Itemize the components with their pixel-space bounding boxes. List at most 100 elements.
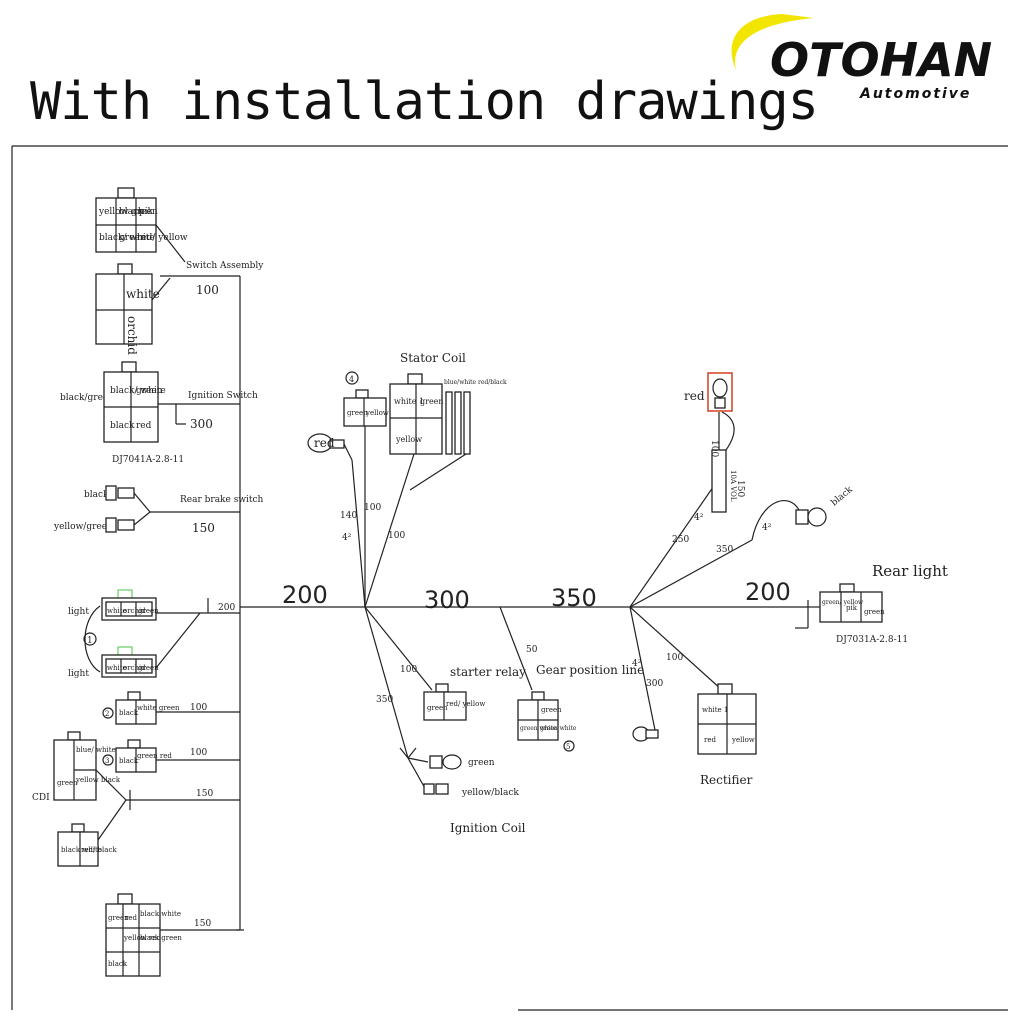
- pin-label: green/ yellow: [822, 599, 864, 606]
- pin-label: yellow red: [123, 934, 161, 942]
- cross-section-label: 4²: [632, 659, 642, 669]
- cdi-connector-2: black white red/ black: [57, 823, 117, 867]
- callout-1: 1: [87, 636, 93, 646]
- length-label: 300: [646, 679, 663, 689]
- pin-label: red/ black: [81, 846, 117, 854]
- pin-label: black/ white: [99, 233, 155, 243]
- length-label: 100: [190, 748, 207, 758]
- light-connector-2: white orchid green: [101, 646, 159, 678]
- pin-label: green white: [520, 725, 557, 732]
- connector-code-label: DJ7031A-2.8-11: [836, 635, 908, 645]
- pin-label: green: [138, 664, 159, 672]
- rear-light-connector: green/ yellow pik green: [819, 583, 885, 623]
- pin-label: yellow: [731, 736, 755, 744]
- pin-label: yellow: [395, 435, 422, 444]
- fuse-label: 10A VOL: [729, 470, 737, 502]
- page-title: With installation drawings: [30, 72, 819, 132]
- light-label-2: light: [68, 669, 89, 679]
- rear-light-label: Rear light: [872, 562, 948, 580]
- length-label: 100: [190, 703, 207, 713]
- pin-label: green: [138, 607, 159, 615]
- starter-relay-label: starter relay: [450, 665, 526, 679]
- length-label: 100: [364, 503, 381, 513]
- length-label: 100: [666, 653, 683, 663]
- pin-label: black/ white: [110, 386, 166, 396]
- wire-label-red: red: [314, 436, 335, 450]
- length-label: 350: [551, 584, 597, 612]
- red-ring-terminal-fuse: [707, 372, 733, 412]
- ignition-switch-connector: black/ white green black red: [103, 361, 166, 443]
- callout-4: 4: [349, 375, 354, 384]
- pin-label: green: [57, 779, 78, 787]
- otohans-logo: OTOHANS Automotive: [731, 14, 992, 102]
- length-label: 200: [218, 603, 235, 613]
- length-label: 300: [424, 586, 470, 614]
- pin-label: orchid: [123, 664, 146, 672]
- connector-3: black green red: [115, 739, 172, 773]
- cdi-connector-1: blue/ white green yellow black: [53, 731, 121, 801]
- pin-label: yellow green: [98, 207, 158, 217]
- stator-wire-label: blue/white red/black: [444, 379, 507, 386]
- length-label: 150: [194, 919, 211, 929]
- length-label: 150: [192, 521, 215, 535]
- wire-label-black-rear: black: [830, 485, 856, 509]
- pin-label: white: [107, 664, 127, 672]
- pin-label: black white: [140, 910, 181, 918]
- ground-ring-terminal: [632, 726, 659, 742]
- pin-label: black white: [61, 846, 102, 854]
- pin-label: green red: [137, 752, 172, 760]
- length-label: 150: [735, 480, 745, 497]
- gear-position-line-label: Gear position line: [536, 663, 644, 677]
- pin-label: white green: [137, 704, 180, 712]
- gear-position-connector: green green white green white: [517, 691, 577, 741]
- length-label: 50: [526, 645, 538, 655]
- wire-label-yellow-black: yellow/black: [461, 788, 519, 798]
- ignition-coil-label: Ignition Coil: [450, 821, 526, 835]
- pin-label: green: [119, 233, 146, 243]
- length-label: 200: [745, 578, 791, 606]
- pin-label: orchid: [123, 607, 146, 615]
- bottom-connector: green red black white yellow red black g…: [105, 893, 182, 977]
- pin-label: green: [347, 409, 368, 417]
- length-label: 100: [196, 283, 219, 297]
- pin-label: black: [108, 960, 128, 968]
- rectifier-connector: white 1 red yellow: [697, 683, 757, 755]
- pin-label: pik: [846, 604, 858, 612]
- pin-label: blue/ white: [76, 746, 116, 754]
- length-label: 100: [400, 665, 417, 675]
- cross-section-label: 4²: [762, 523, 772, 533]
- pin-label: red/ yellow: [446, 700, 485, 708]
- pin-label: red: [136, 421, 152, 431]
- pin-label: red: [704, 736, 716, 744]
- logo-tagline: Automotive: [859, 86, 971, 102]
- stator-connector: white 1 green yellow: [389, 373, 444, 455]
- pin-label: green: [864, 608, 885, 616]
- cross-section-label: 4²: [342, 533, 352, 543]
- cdi-label: CDI: [32, 793, 50, 803]
- pin-label: white 1: [394, 397, 424, 406]
- logo-brand: OTOHANS: [770, 33, 992, 87]
- pin-label: green white: [540, 725, 577, 732]
- pin-label: white 1: [702, 706, 728, 714]
- pin-label: pik: [139, 207, 154, 217]
- ignition-wire-label: black/green: [60, 393, 114, 403]
- callout-5: 5: [566, 743, 570, 751]
- stator-coil-label: Stator Coil: [400, 351, 466, 365]
- pin-label: red/ yellow: [137, 233, 188, 243]
- callout-3: 3: [105, 757, 109, 765]
- length-label: 200: [282, 581, 328, 609]
- switch-assembly-connector-1: yellow green black pik black/ white gree…: [95, 187, 188, 253]
- callout-2: 2: [105, 710, 109, 718]
- length-label: 250: [672, 535, 689, 545]
- rear-brake-switch-label: Rear brake switch: [180, 495, 264, 505]
- pin-label: green: [136, 386, 163, 396]
- length-label: 350: [716, 545, 733, 555]
- pin-label: white: [107, 607, 127, 615]
- pin-label: red: [125, 914, 137, 922]
- pin-label: green: [427, 704, 448, 712]
- stator-bullet-terminals: [445, 391, 471, 455]
- pin-label: black: [119, 757, 139, 765]
- pin-label: black green: [140, 934, 182, 942]
- pin-label: black: [119, 207, 144, 217]
